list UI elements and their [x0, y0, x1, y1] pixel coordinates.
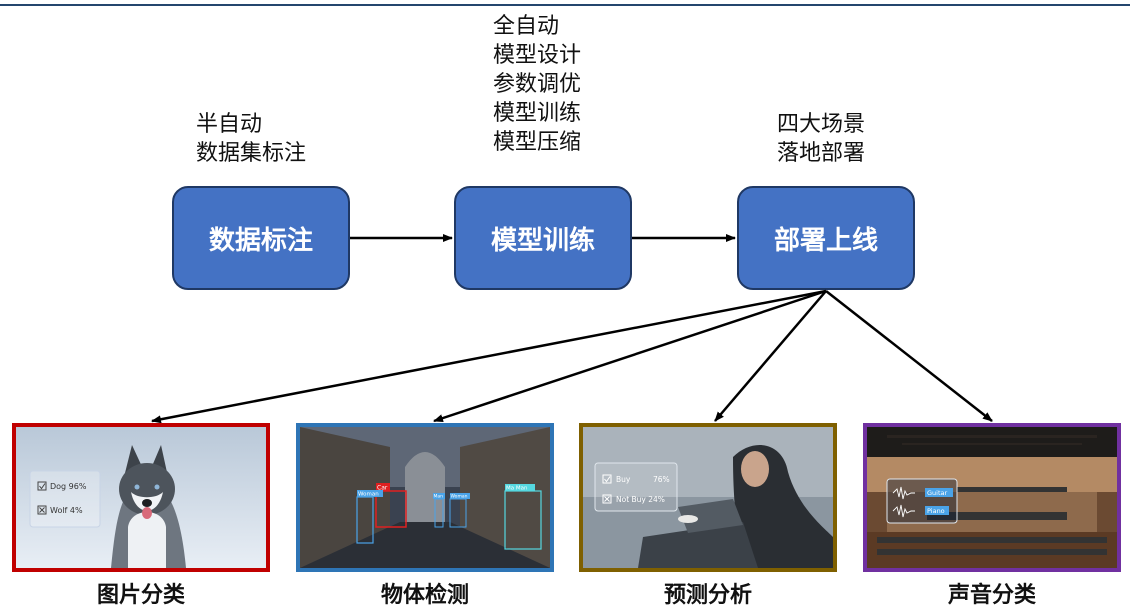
- concert-hall-image: Guitar Piano: [867, 427, 1117, 568]
- label-piano: Piano: [927, 507, 945, 515]
- scene-object-detection: Car Woman Man Woman Ma Man: [296, 423, 554, 572]
- step-box-deploy: 部署上线: [737, 186, 915, 290]
- caption-object-detection: 物体检测: [380, 583, 469, 608]
- arrow-deploy-to-object-detection: [433, 289, 827, 423]
- caption-predictive-analysis: 预测分析: [663, 583, 752, 608]
- label-ma-man: Ma Man: [506, 486, 528, 492]
- step1-note: 半自动 数据集标注: [196, 112, 307, 166]
- label-buy-percent: 76%: [653, 475, 670, 484]
- laptop-user-image: Buy 76% Not Buy 24%: [583, 427, 833, 568]
- step2-note: 全自动 模型设计 参数调优 模型训练 模型压缩: [493, 14, 582, 155]
- arrow-deploy-to-sound-classification: [825, 290, 993, 422]
- label-woman-2: Woman: [451, 494, 468, 500]
- caption-image-classification: 图片分类: [96, 583, 185, 608]
- label-woman-1: Woman: [358, 492, 379, 498]
- step-box-model-training: 模型训练: [454, 186, 632, 290]
- scene-sound-classification: Guitar Piano: [863, 423, 1121, 572]
- label-not-buy: Not Buy 24%: [616, 495, 665, 504]
- street-image: Car Woman Man Woman Ma Man: [300, 427, 550, 568]
- scene-image-classification: Dog 96% Wolf 4%: [12, 423, 270, 572]
- label-dog: Dog 96%: [50, 482, 87, 491]
- arrow-deploy-to-predictive-analysis: [714, 290, 827, 422]
- label-man: Man: [434, 494, 444, 500]
- label-guitar: Guitar: [927, 489, 947, 497]
- step3-note: 四大场景 落地部署: [777, 112, 866, 166]
- arrow-deploy-to-image-classification: [151, 289, 827, 424]
- label-car: Car: [377, 485, 388, 492]
- top-rule: [0, 4, 1130, 6]
- caption-sound-classification: 声音分类: [947, 583, 1036, 608]
- scene-predictive-analysis: Buy 76% Not Buy 24%: [579, 423, 837, 572]
- step-box-data-labeling: 数据标注: [172, 186, 350, 290]
- label-buy: Buy: [616, 475, 631, 484]
- label-wolf: Wolf 4%: [50, 506, 83, 515]
- husky-image: Dog 96% Wolf 4%: [16, 427, 266, 568]
